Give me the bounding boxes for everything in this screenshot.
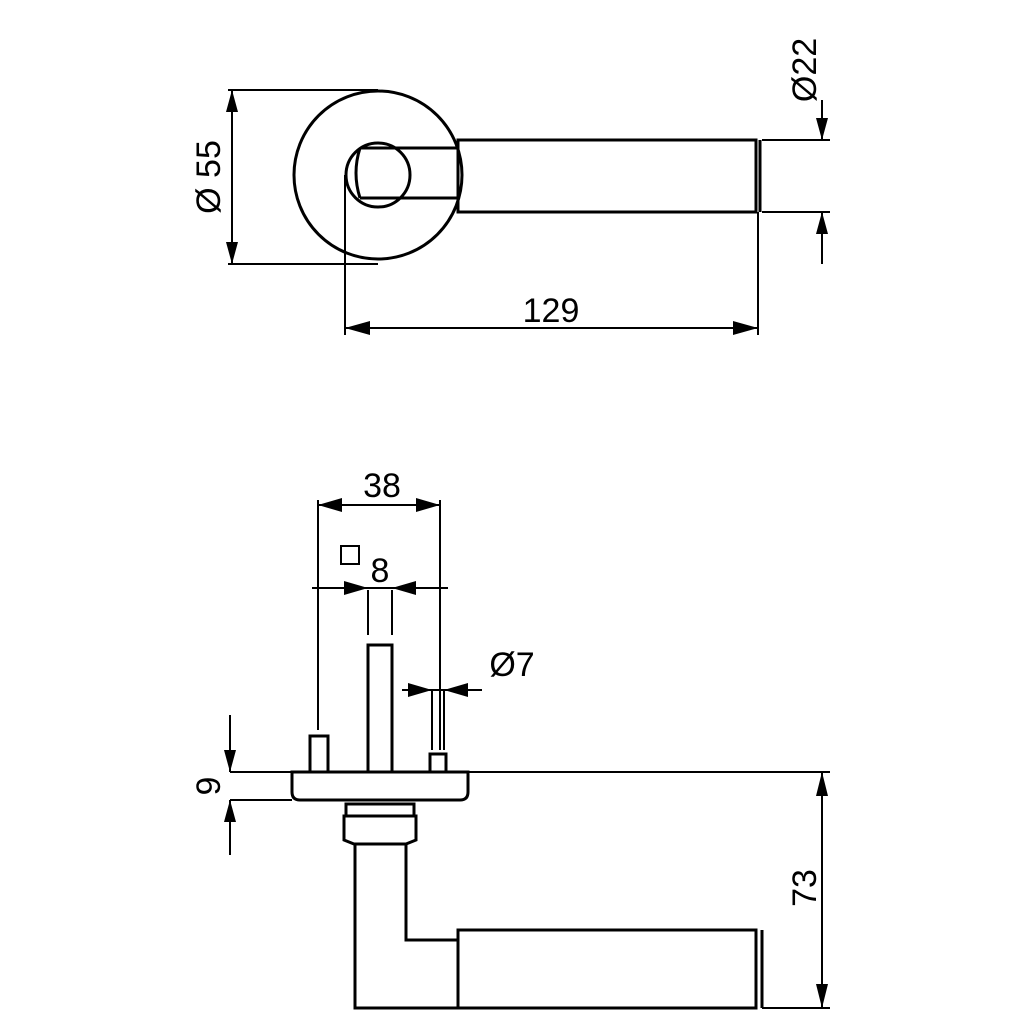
dim-lever-length: 129 [344, 175, 759, 335]
collar [344, 802, 416, 818]
dim-rose-width: 38 [317, 467, 441, 750]
lever-neck-side [342, 814, 418, 846]
square-spindle-symbol [340, 545, 360, 565]
spindle [366, 643, 394, 774]
lever-grip [456, 138, 758, 214]
dim-lever-diameter: Ø22 [762, 38, 830, 264]
lever-neck [354, 146, 458, 200]
side-view: 38 8 Ø7 9 [190, 467, 830, 1010]
lever-body-side [353, 844, 460, 1010]
lever-grip-side [456, 928, 758, 1010]
rose-width-label: 38 [363, 467, 401, 505]
lever-length-label: 129 [523, 292, 580, 330]
rose-outline [292, 89, 464, 261]
spindle-square-label: 8 [371, 552, 390, 590]
left-fixing-pin [308, 734, 330, 774]
lever-diameter-label: Ø22 [786, 38, 824, 102]
dim-pin-diameter: Ø7 [402, 646, 535, 697]
lever-projection-label: 73 [786, 869, 824, 907]
rose-diameter-label: Ø 55 [190, 140, 228, 214]
dim-rose-diameter: Ø 55 [190, 89, 378, 265]
dim-spindle-square: 8 [312, 545, 448, 595]
top-view: Ø 55 Ø22 129 [190, 38, 830, 335]
rose-height-label: 9 [190, 777, 228, 796]
right-fixing-pin [428, 752, 448, 774]
pin-diameter-label: Ø7 [489, 646, 534, 684]
dim-rose-height: 9 [190, 715, 236, 855]
rose-plate [290, 770, 470, 802]
dim-lever-projection: 73 [762, 772, 830, 1009]
